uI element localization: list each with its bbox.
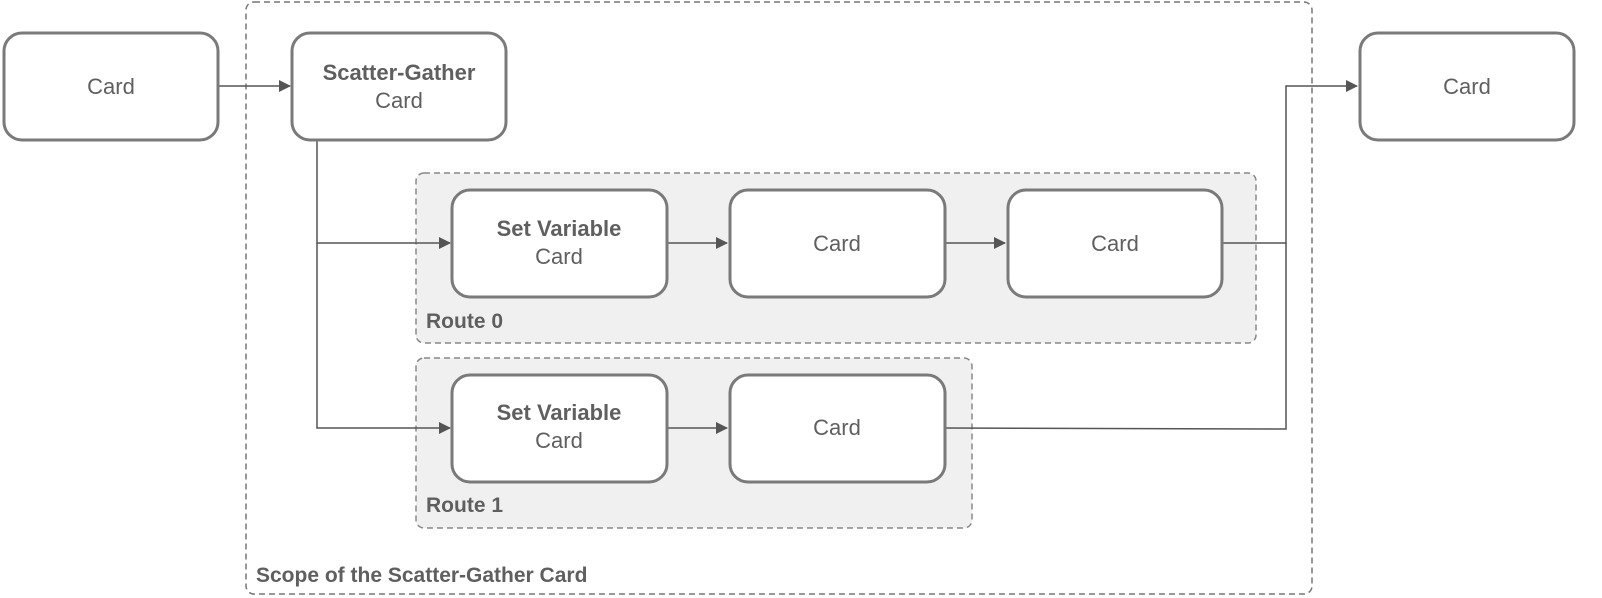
card-route0-card-3-label: Card — [1091, 231, 1139, 256]
card-route0-set-variable-sub: Card — [535, 244, 583, 269]
edge-r1-card2-to-output — [944, 243, 1287, 430]
scatter-gather-scope — [245, 1, 1313, 595]
route-0-label: Route 0 — [426, 310, 503, 333]
connectors — [218, 80, 1358, 434]
card-output: Card — [1358, 31, 1576, 142]
card-route0-set-variable: Set Variable Card — [450, 188, 669, 299]
edge-r0-card3-to-output — [1222, 80, 1358, 244]
card-route0-card-3: Card — [1006, 188, 1224, 299]
card-route1-card-2-label: Card — [813, 415, 861, 440]
route-1-label: Route 1 — [426, 494, 503, 517]
card-route0-card-2-label: Card — [813, 231, 861, 256]
card-input: Card — [2, 31, 220, 142]
card-route1-card-2: Card — [728, 373, 947, 484]
card-output-label: Card — [1443, 74, 1491, 99]
edge-scatter-to-route1 — [316, 243, 451, 434]
card-input-label: Card — [87, 74, 135, 99]
card-route1-set-variable: Set Variable Card — [450, 373, 669, 484]
card-scatter-gather-title: Scatter-Gather — [323, 60, 476, 85]
card-route0-card-2: Card — [728, 188, 947, 299]
card-route0-set-variable-title: Set Variable — [497, 216, 622, 241]
card-route1-set-variable-title: Set Variable — [497, 400, 622, 425]
scope-label: Scope of the Scatter-Gather Card — [256, 564, 587, 587]
card-scatter-gather: Scatter-Gather Card — [290, 31, 508, 142]
card-route1-set-variable-sub: Card — [535, 428, 583, 453]
card-scatter-gather-sub: Card — [375, 88, 423, 113]
